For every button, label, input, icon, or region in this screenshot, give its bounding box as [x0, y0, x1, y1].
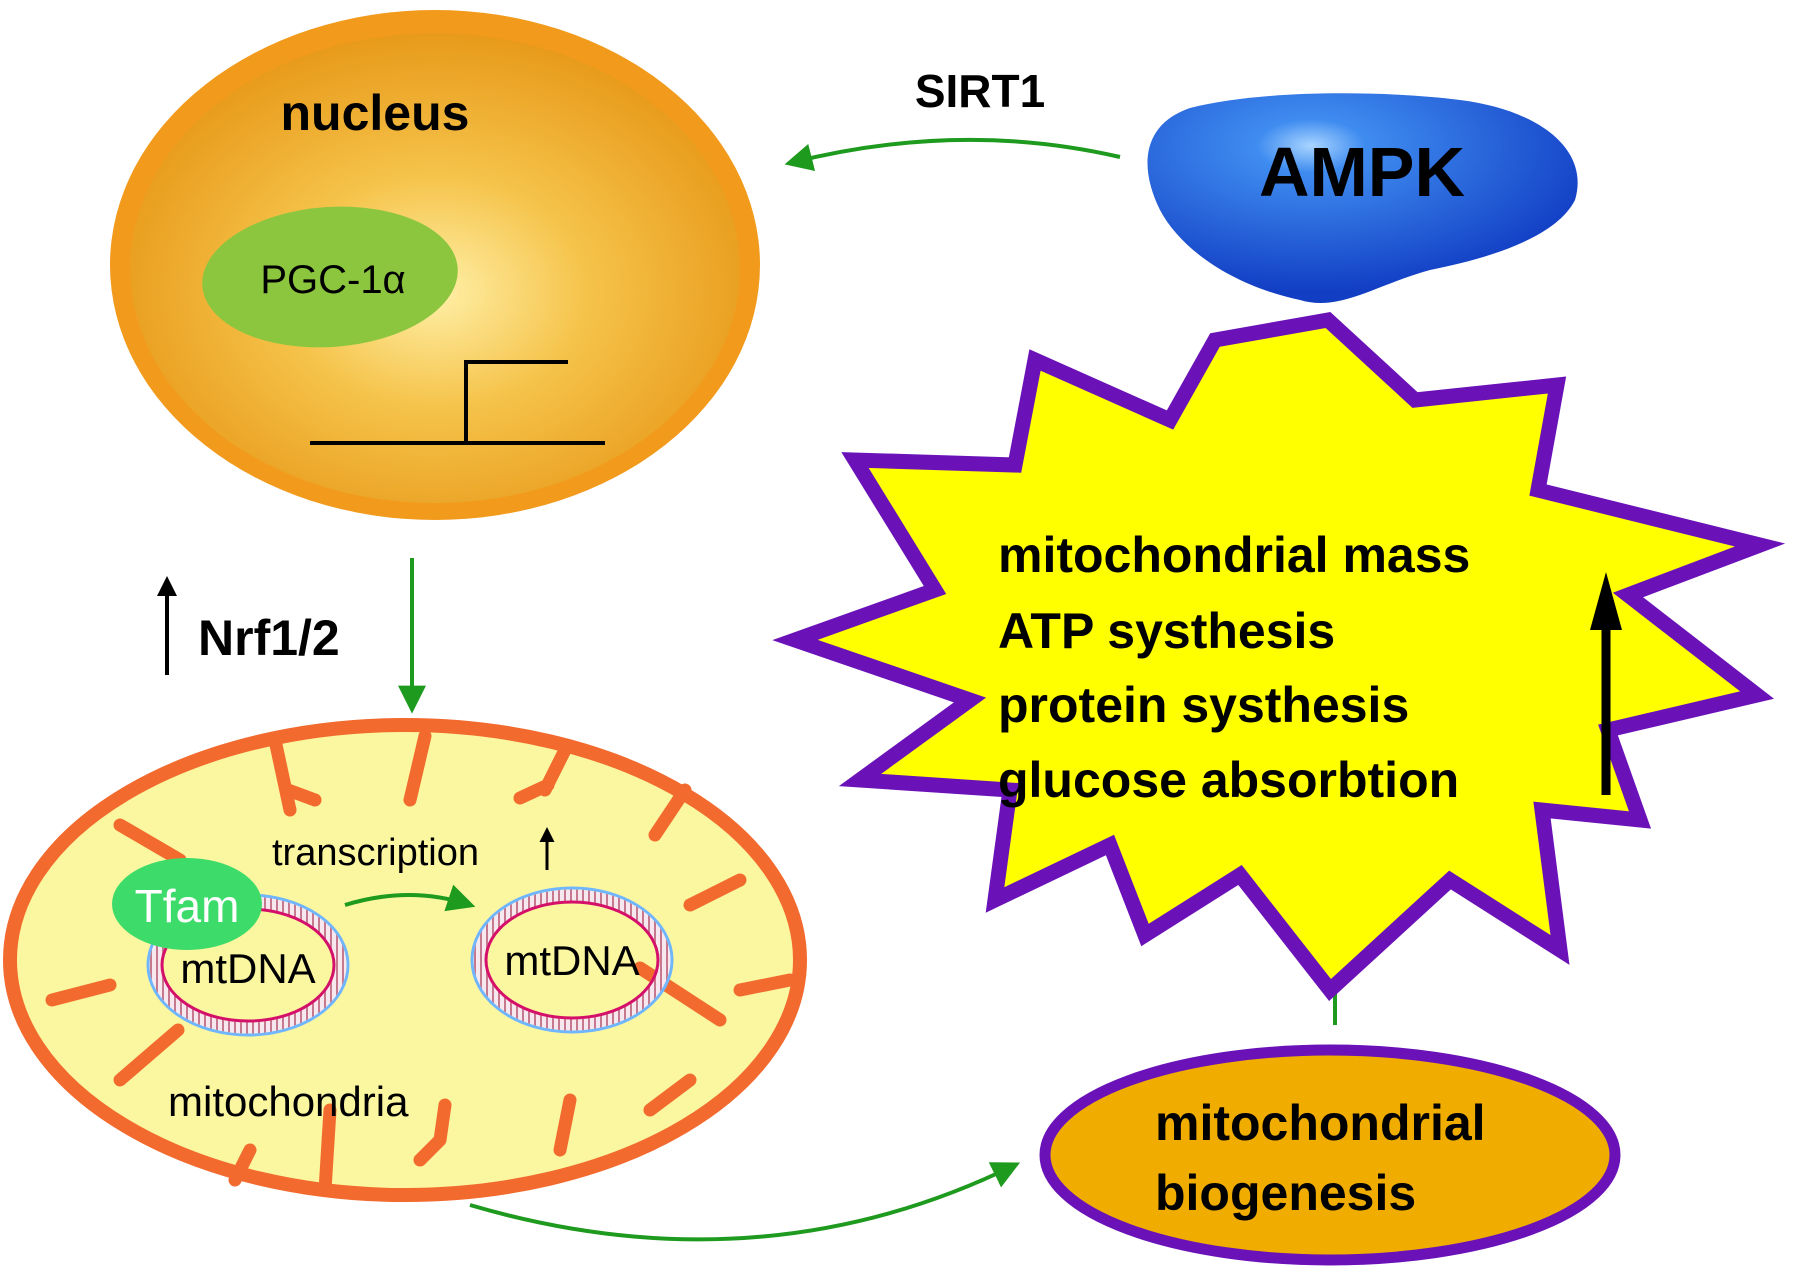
nucleus-label: nucleus [281, 85, 470, 141]
tfam-blob [112, 858, 262, 950]
mitochondrion-membrane [3, 718, 807, 1202]
biogenesis-line2: biogenesis [1155, 1165, 1416, 1221]
gene-promoter-icon [310, 360, 605, 445]
ampk-label: AMPK [1259, 133, 1465, 211]
outcomes-star [772, 311, 1786, 1002]
mitochondrion: mtDNA mtDNA Tfam transcription mitochond… [3, 718, 807, 1202]
outcome-mitochondrial-mass: mitochondrial mass [998, 527, 1470, 583]
sirt1-arrow [784, 137, 1121, 172]
mtdna-right-label: mtDNA [504, 937, 639, 984]
mtdna-left-label: mtDNA [180, 945, 315, 992]
pgc-1a-label: PGC-1α [260, 258, 405, 302]
transcription-label: transcription [272, 832, 479, 874]
transcription-arrow [344, 884, 476, 912]
outcome-protein-synthesis: protein systhesis [998, 677, 1409, 733]
biogenesis-line1: mitochondrial [1155, 1095, 1486, 1151]
outcomes-up-arrow-icon [1590, 572, 1622, 795]
nrf-label: Nrf1/2 [198, 610, 340, 666]
ampk-shape [1147, 93, 1578, 303]
outcome-atp-synthesis: ATP systhesis [998, 603, 1335, 659]
mitochondria-label: mitochondria [168, 1078, 409, 1125]
biogenesis-oval [1039, 1044, 1621, 1266]
tfam-label: Tfam [135, 880, 240, 932]
nucleus: nucleus PGC-1α [110, 10, 760, 520]
mitochondria-to-biogenesis-arrow [469, 1162, 1021, 1242]
mitochondrial-biogenesis: mitochondrial biogenesis [1039, 1044, 1621, 1266]
outcome-glucose-absorption: glucose absorbtion [998, 752, 1459, 808]
ampk: AMPK [1147, 93, 1578, 303]
sirt1-label: SIRT1 [915, 65, 1045, 117]
mtdna-right: mtDNA [470, 886, 674, 1034]
pgc-1a-blob [202, 206, 458, 348]
outcomes-burst: mitochondrial mass ATP systhesis protein… [772, 311, 1786, 1002]
